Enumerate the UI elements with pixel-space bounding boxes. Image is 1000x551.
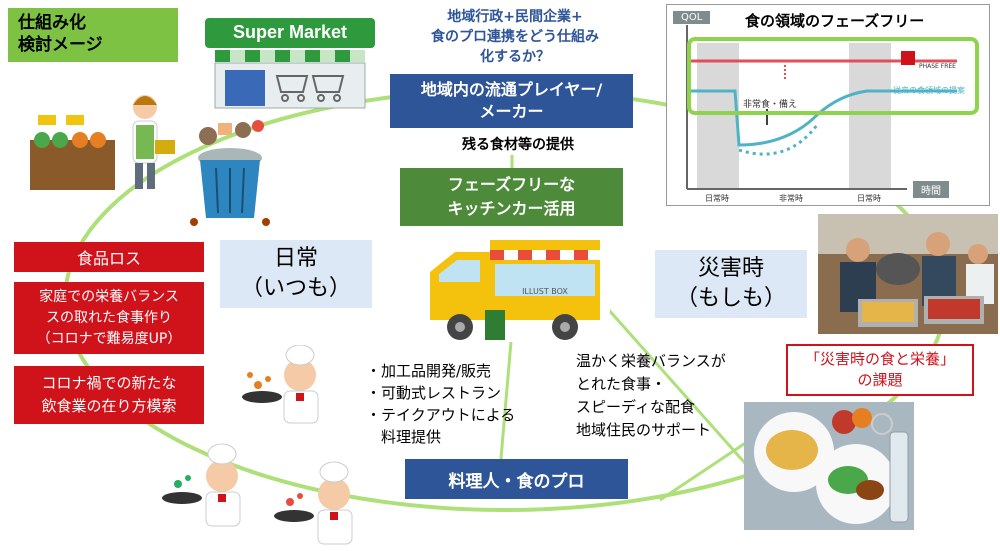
graph-x-label: 時間 [913, 181, 949, 198]
truck-sign: ILLUST BOX [522, 287, 568, 296]
meal-photo [744, 402, 914, 530]
graph-annotation: 非常食・備え [743, 100, 798, 110]
leftover-ingredients-text: 残る食材等の提供 [462, 137, 574, 153]
home-nutrition-box: 家庭での栄養バランス スの取れた食事作り （コロナで難易度UP） [14, 282, 204, 354]
graph-title: 食の領域のフェーズフリー [745, 12, 925, 30]
shopper-illustration [30, 95, 175, 190]
covid-dining-box: コロナ禍での新たな 飲食業の在り方模索 [14, 366, 204, 424]
disaster-cooking-photo [818, 214, 998, 334]
graph-x-tick-2: 非常時 [779, 194, 803, 203]
kitchen-car-box: フェーズフリーな キッチンカー活用 [400, 168, 623, 226]
chef-box: 料理人・食のプロ [405, 459, 628, 499]
distribution-players-box: 地域内の流通プレイヤー/ メーカー [390, 74, 633, 128]
chef-illustration-2 [162, 443, 241, 527]
supermarket-illustration: Super Market [205, 18, 375, 113]
disaster-box: 災害時 （もしも） [655, 250, 807, 318]
title-box: 仕組み化 検討メージ [8, 8, 178, 62]
kitchen-car-uses-list: ・加工品開発/販売 ・可動式レストラン ・テイクアウトによる 料理提供 [366, 362, 516, 446]
question-text: 地域行政+民間企業+ 食のプロ連携をどう仕組み 化するか？ [431, 9, 599, 65]
disaster-benefits-text: 温かく栄養バランスが とれた食事・ スピーディな配食 地域住民のサポート [576, 352, 726, 439]
graph-canvas [686, 25, 979, 190]
graph-legend-line: 従来の食領域の提案 [893, 86, 965, 95]
graph-x-tick-3: 日常時 [857, 194, 881, 203]
food-truck-illustration: ILLUST BOX [425, 232, 610, 350]
chef-illustration-1 [242, 345, 319, 424]
food-loss-box: 食品ロス [14, 242, 204, 272]
food-waste-illustration [190, 120, 270, 226]
graph-brand: PHASE FREE [919, 63, 956, 70]
chef-illustration-3 [274, 461, 353, 545]
graph-x-tick-1: 日常時 [705, 194, 729, 203]
disaster-issue-box: 「災害時の食と栄養」 の課題 [786, 344, 974, 396]
graph-y-label: QOL [673, 11, 711, 24]
supermarket-sign: Super Market [232, 22, 348, 42]
phase-free-graph: 食の領域のフェーズフリー QOL 非常食・備え 従来の食領域の提案 PHASE … [666, 4, 990, 206]
daily-box: 日常 （いつも） [220, 240, 372, 308]
